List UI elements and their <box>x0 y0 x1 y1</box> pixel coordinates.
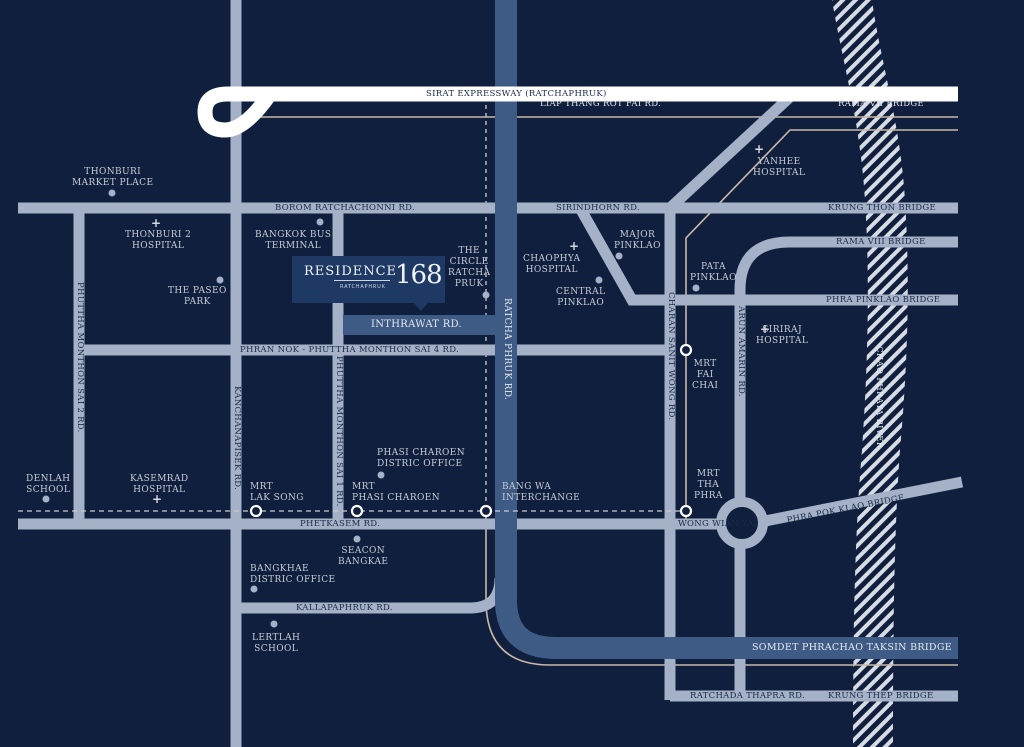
brand-sub: RATCHAPHRUK <box>340 284 386 290</box>
residence-168-marker: RESIDENCE RATCHAPHRUK 168 <box>292 256 445 311</box>
label-sirindhorn: SIRINDHORN RD. <box>556 203 640 213</box>
label-ratchada-thapra: RATCHADA THAPRA RD. <box>690 691 805 701</box>
label-krung-thon: KRUNG THON BRIDGE <box>828 203 936 213</box>
mrt-stations <box>249 343 693 518</box>
label-liap-thang: LIAP THANG ROT FAI RD. <box>540 99 662 109</box>
road-phra-pok-klao <box>758 476 964 528</box>
hospital-plus-icon: + <box>151 216 162 230</box>
dot-central <box>595 276 603 284</box>
dot-phasi-office <box>377 471 385 479</box>
label-rama8: RAMA VIII BRIDGE <box>836 237 926 247</box>
label-phran-nok: PHRAN NOK - PHUTTHA MONTHON SAI 4 RD. <box>240 345 460 355</box>
label-somdet: SOMDET PHRACHAO TAKSIN BRIDGE <box>752 642 952 653</box>
roads-minor <box>18 0 964 747</box>
hospital-plus-icon: + <box>754 142 765 156</box>
label-krung-thep: KRUNG THEP BRIDGE <box>828 691 934 701</box>
road-arun-amarin <box>734 236 958 510</box>
hospital-plus-icon: + <box>760 322 771 336</box>
brand-rule <box>334 280 390 281</box>
brand-name: RESIDENCE <box>304 264 398 279</box>
station-fai-chai <box>679 343 693 357</box>
road-pinklao-diag <box>575 205 958 306</box>
label-wong-wian-yai: WONG WIAN YAI <box>678 519 758 529</box>
wong-wian-yai-roundabout <box>716 497 768 549</box>
station-bang-wa <box>479 504 493 518</box>
rail-charan <box>685 129 958 520</box>
dot-bangkok-bus <box>316 218 324 226</box>
dot-denlah <box>42 495 50 503</box>
label-charan-sanit-wong: CHARAN SANIT WONG RD. <box>666 292 676 421</box>
road-inthrawat <box>343 315 495 335</box>
label-inthrawat: INTHRAWAT RD. <box>371 319 463 330</box>
road-sirat-expressway <box>197 86 958 138</box>
dot-paseo <box>216 276 224 284</box>
dot-lertlah <box>270 620 278 628</box>
label-ratcha-phruk: RATCHA PHRUK RD. <box>502 298 512 401</box>
dot-seacon <box>353 535 361 543</box>
chao-phraya-river <box>832 0 908 747</box>
dot-circle <box>482 291 490 299</box>
road-ratcha-phruk <box>495 0 958 659</box>
label-kanchanapisek: KANCHANAPISEK RD. <box>232 386 242 491</box>
station-phasi-charoen <box>350 504 364 518</box>
hospital-plus-icon: + <box>152 492 163 506</box>
poi-dots <box>42 189 700 628</box>
label-phuttha-sai1: PHUTTHA MONTHON SAI 1 RD. <box>334 356 344 507</box>
station-tha-phra <box>679 504 693 518</box>
brand-number: 168 <box>395 260 443 290</box>
dot-pata <box>692 284 700 292</box>
label-kallapaphruk: KALLAPAPHRUK RD. <box>296 603 393 613</box>
hospital-plus-icon: + <box>569 239 580 253</box>
label-phetkasem: PHETKASEM RD. <box>300 519 381 529</box>
label-arun-amarin: ARUN AMARIN RD. <box>736 306 746 397</box>
label-river: CHAO PHRAYA RIVER <box>874 346 884 449</box>
station-lak-song <box>249 504 263 518</box>
label-sirat-expressway: SIRAT EXPRESSWAY (RATCHAPHRUK) <box>426 89 607 99</box>
label-borom: BOROM RATCHACHONNI RD. <box>275 203 415 213</box>
label-phra-pinklao: PHRA PINKLAO BRIDGE <box>826 295 941 305</box>
road-charan-diag <box>666 92 794 213</box>
rail-lines <box>240 116 958 666</box>
dot-bangkhae <box>250 585 258 593</box>
label-phuttha-sai2: PHUTTHA MONTHON SAI 2 RD. <box>75 282 85 433</box>
label-rama7: RAMA VII BRIDGE <box>838 99 924 109</box>
dot-thonburi-market <box>108 189 116 197</box>
dot-major <box>615 252 623 260</box>
